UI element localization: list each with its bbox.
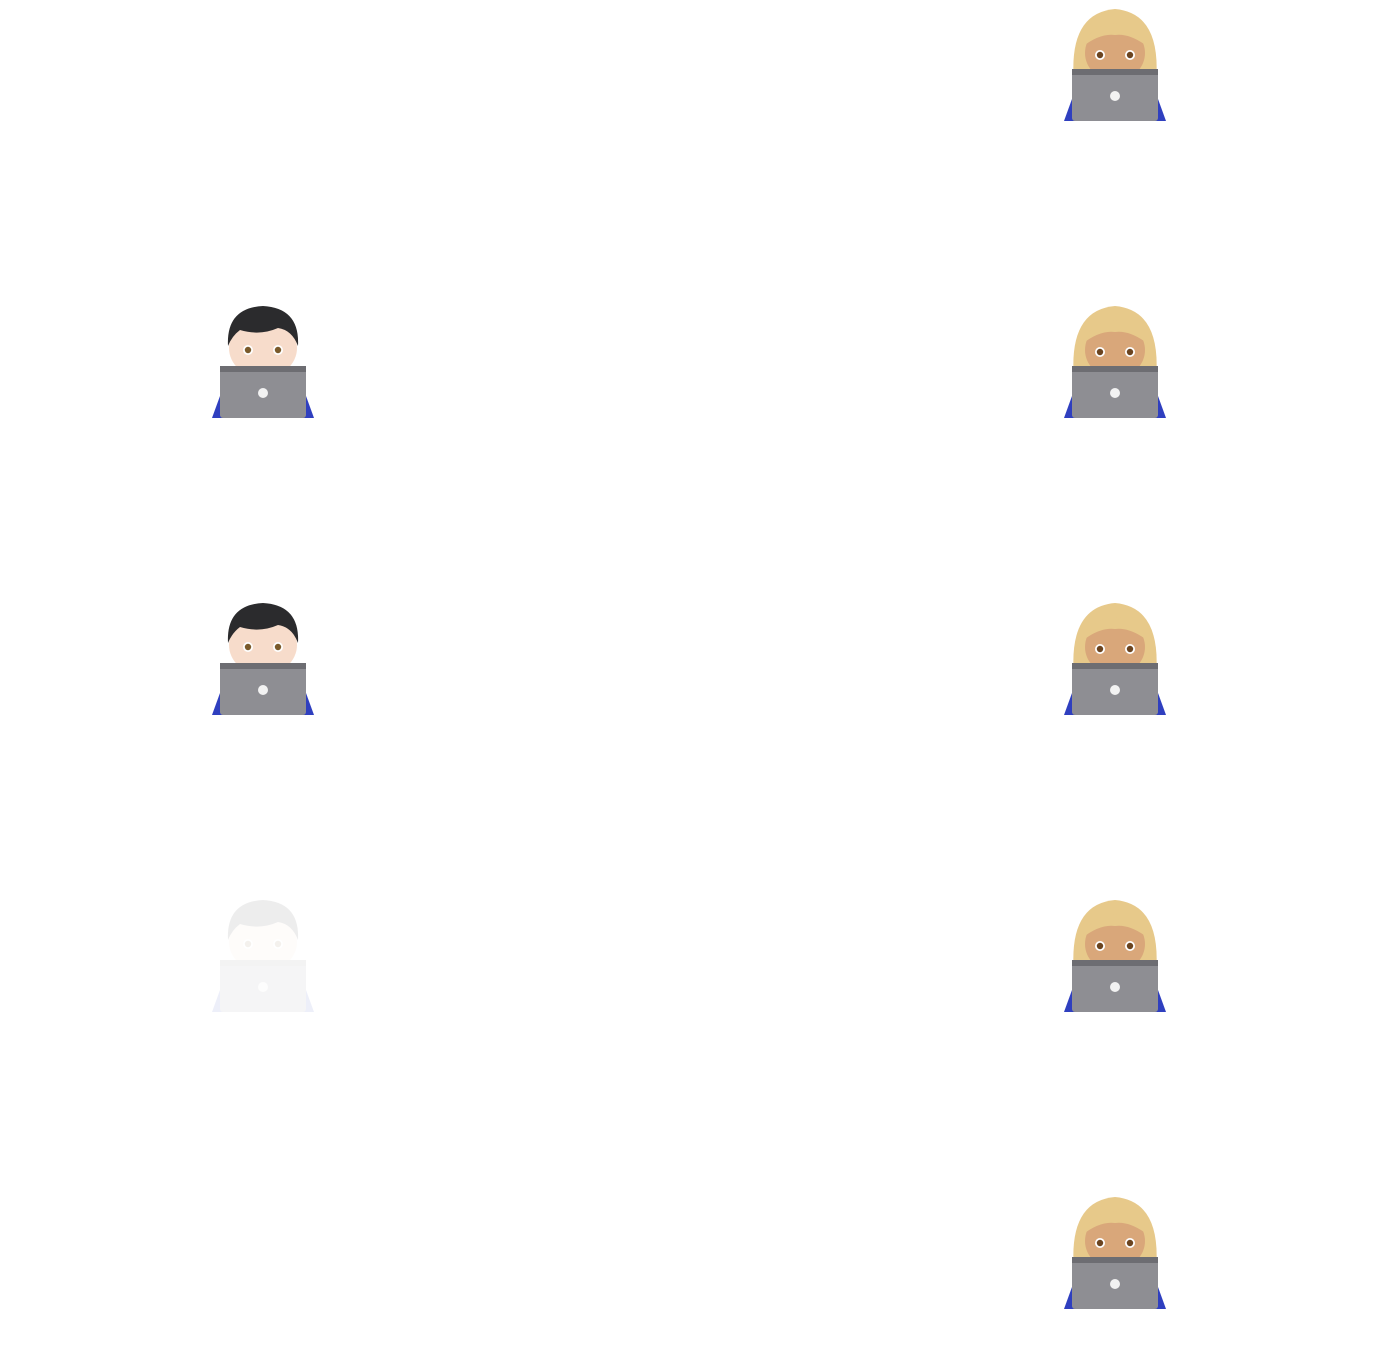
woman-technologist-icon (1060, 597, 1170, 717)
woman-technologist-icon (1060, 300, 1170, 420)
woman-technologist-icon (1060, 1191, 1170, 1311)
man-technologist-icon (208, 597, 318, 717)
woman-technologist-icon (1060, 894, 1170, 1014)
woman-technologist-icon (1060, 3, 1170, 123)
man-technologist-icon (208, 894, 318, 1014)
man-technologist-icon (208, 300, 318, 420)
